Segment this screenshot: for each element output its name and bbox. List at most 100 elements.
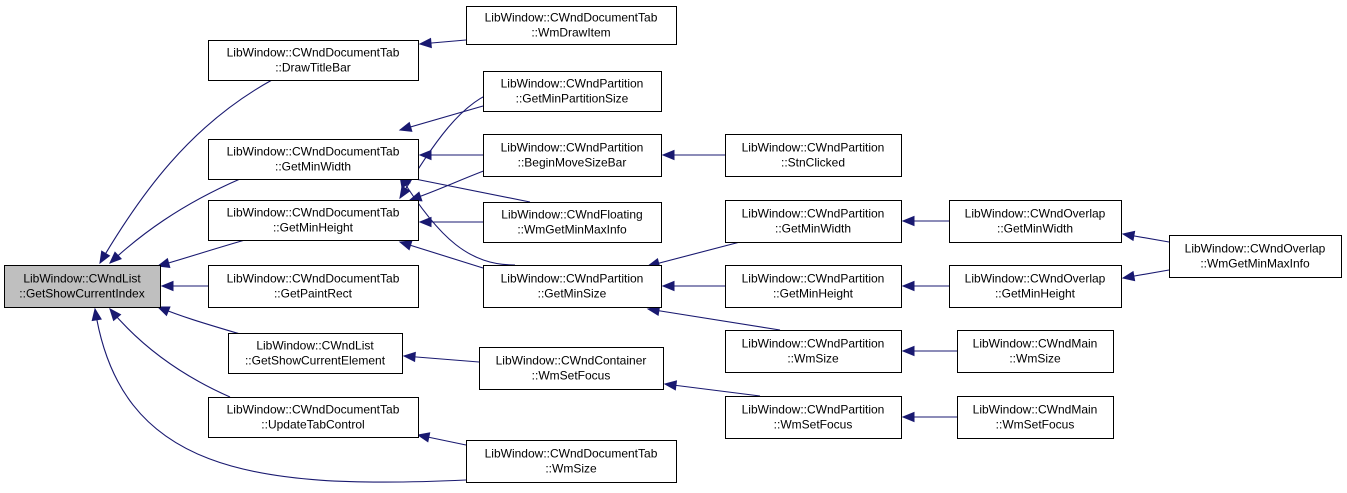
- nodes-layer: LibWindow::CWndList::GetShowCurrentIndex…: [4, 6, 1342, 483]
- edge-n9-to-n2: [418, 149, 483, 161]
- graph-node[interactable]: LibWindow::CWndList::GetShowCurrentEleme…: [228, 333, 403, 374]
- edge-n22-to-n18: [901, 411, 957, 423]
- node-class-label: LibWindow::CWndOverlap: [1185, 242, 1326, 256]
- node-class-label: LibWindow::CWndFloating: [501, 208, 642, 222]
- node-class-label: LibWindow::CWndDocumentTab: [227, 145, 400, 159]
- node-class-label: LibWindow::CWndPartition: [501, 272, 644, 286]
- graph-node[interactable]: LibWindow::CWndDocumentTab::DrawTitleBar: [208, 40, 419, 81]
- graph-node[interactable]: LibWindow::CWndContainer::WmSetFocus: [479, 347, 664, 390]
- node-box: [949, 200, 1122, 243]
- edge-n1-to-n0: [99, 79, 273, 265]
- edge-n12-to-n5: [402, 351, 480, 363]
- graph-node[interactable]: LibWindow::CWndPartition::GetMinHeight: [725, 265, 902, 308]
- node-class-label: LibWindow::CWndDocumentTab: [227, 403, 400, 417]
- node-box: [725, 265, 902, 308]
- edge-n13-to-n0: [91, 307, 467, 483]
- edge-n23-to-n19: [1121, 230, 1170, 243]
- graph-node[interactable]: LibWindow::CWndDocumentTab::GetMinWidth: [208, 139, 419, 180]
- edge-line: [647, 308, 781, 331]
- graph-node[interactable]: LibWindow::CWndPartition::GetMinPartitio…: [483, 71, 662, 112]
- graph-node[interactable]: LibWindow::CWndMain::WmSize: [957, 330, 1114, 373]
- node-box: [725, 330, 902, 373]
- node-box: [483, 134, 662, 177]
- node-box: [725, 134, 902, 177]
- edge-line: [399, 241, 484, 269]
- node-box: [228, 333, 403, 374]
- node-box: [949, 265, 1122, 308]
- arrowhead-icon: [901, 411, 915, 423]
- edge-n14-to-n9: [661, 149, 725, 161]
- node-box: [725, 200, 902, 243]
- arrowhead-icon: [109, 307, 122, 322]
- arrowhead-icon: [901, 215, 915, 227]
- node-class-label: LibWindow::CWndPartition: [501, 141, 644, 155]
- edge-n11-to-n3: [398, 240, 484, 269]
- node-method-label: ::WmSetFocus: [996, 418, 1075, 432]
- edge-n18-to-n12: [663, 380, 761, 397]
- arrowhead-icon: [416, 432, 431, 443]
- arrowhead-icon: [398, 240, 413, 251]
- node-box: [483, 202, 662, 243]
- node-class-label: LibWindow::CWndOverlap: [965, 207, 1106, 221]
- edge-n17-to-n11: [646, 305, 781, 331]
- node-method-label: ::DrawTitleBar: [275, 61, 351, 75]
- graph-node[interactable]: LibWindow::CWndMain::WmSetFocus: [957, 396, 1114, 439]
- graph-node[interactable]: LibWindow::CWndPartition::WmSize: [725, 330, 902, 373]
- node-class-label: LibWindow::CWndDocumentTab: [227, 46, 400, 60]
- edge-n7-to-n1: [418, 37, 467, 49]
- arrowhead-icon: [160, 280, 174, 292]
- node-class-label: LibWindow::CWndPartition: [742, 272, 885, 286]
- edge-line: [157, 306, 241, 335]
- node-class-label: LibWindow::CWndList: [23, 272, 141, 286]
- graph-node[interactable]: LibWindow::CWndDocumentTab::WmDrawItem: [466, 6, 677, 45]
- graph-node[interactable]: LibWindow::CWndFloating::WmGetMinMaxInfo: [483, 202, 662, 243]
- graph-node[interactable]: LibWindow::CWndOverlap::GetMinWidth: [949, 200, 1122, 243]
- edge-n21-to-n17: [901, 345, 957, 357]
- graph-node[interactable]: LibWindow::CWndPartition::GetMinWidth: [725, 200, 902, 243]
- node-class-label: LibWindow::CWndPartition: [742, 141, 885, 155]
- node-class-label: LibWindow::CWndPartition: [742, 403, 885, 417]
- graph-node[interactable]: LibWindow::CWndPartition::WmSetFocus: [725, 396, 902, 439]
- arrowhead-icon: [1121, 270, 1136, 282]
- arrowhead-icon: [418, 216, 432, 228]
- graph-node[interactable]: LibWindow::CWndPartition::GetMinSize: [483, 265, 662, 308]
- graph-node[interactable]: LibWindow::CWndPartition::BeginMoveSizeB…: [483, 134, 662, 177]
- edge-n16-to-n11: [661, 280, 725, 292]
- graph-node[interactable]: LibWindow::CWndOverlap::WmGetMinMaxInfo: [1169, 235, 1342, 278]
- node-box: [208, 139, 419, 180]
- edge-n4-to-n0: [160, 280, 208, 292]
- node-box: [725, 396, 902, 439]
- graph-node[interactable]: LibWindow::CWndPartition::StnClicked: [725, 134, 902, 177]
- graph-node[interactable]: LibWindow::CWndDocumentTab::UpdateTabCon…: [208, 397, 419, 438]
- edge-n20-to-n16: [901, 280, 949, 292]
- arrowhead-icon: [402, 351, 416, 363]
- edge-line: [94, 308, 467, 483]
- node-method-label: ::WmSize: [1009, 352, 1061, 366]
- node-box: [208, 265, 419, 308]
- node-class-label: LibWindow::CWndDocumentTab: [227, 272, 400, 286]
- graph-node[interactable]: LibWindow::CWndDocumentTab::GetPaintRect: [208, 265, 419, 308]
- node-box: [1169, 235, 1342, 278]
- graph-node[interactable]: LibWindow::CWndDocumentTab::GetMinHeight: [208, 200, 419, 241]
- node-class-label: LibWindow::CWndList: [256, 339, 374, 353]
- edge-n19-to-n15: [901, 215, 949, 227]
- edge-line: [157, 239, 246, 267]
- edge-n13-to-n6: [416, 432, 467, 446]
- node-box: [208, 40, 419, 81]
- node-method-label: ::WmSize: [545, 462, 597, 476]
- node-box: [483, 71, 662, 112]
- node-box: [466, 440, 677, 483]
- focus-node[interactable]: LibWindow::CWndList::GetShowCurrentIndex: [4, 265, 161, 308]
- node-class-label: LibWindow::CWndPartition: [742, 337, 885, 351]
- node-class-label: LibWindow::CWndDocumentTab: [227, 206, 400, 220]
- arrowhead-icon: [91, 307, 102, 322]
- arrowhead-icon: [399, 185, 411, 200]
- node-method-label: ::GetMinWidth: [997, 222, 1073, 236]
- arrowhead-icon: [901, 280, 915, 292]
- graph-node[interactable]: LibWindow::CWndOverlap::GetMinHeight: [949, 265, 1122, 308]
- node-box: [208, 397, 419, 438]
- node-method-label: ::WmSize: [787, 352, 839, 366]
- graph-node[interactable]: LibWindow::CWndDocumentTab::WmSize: [466, 440, 677, 483]
- node-class-label: LibWindow::CWndPartition: [501, 77, 644, 91]
